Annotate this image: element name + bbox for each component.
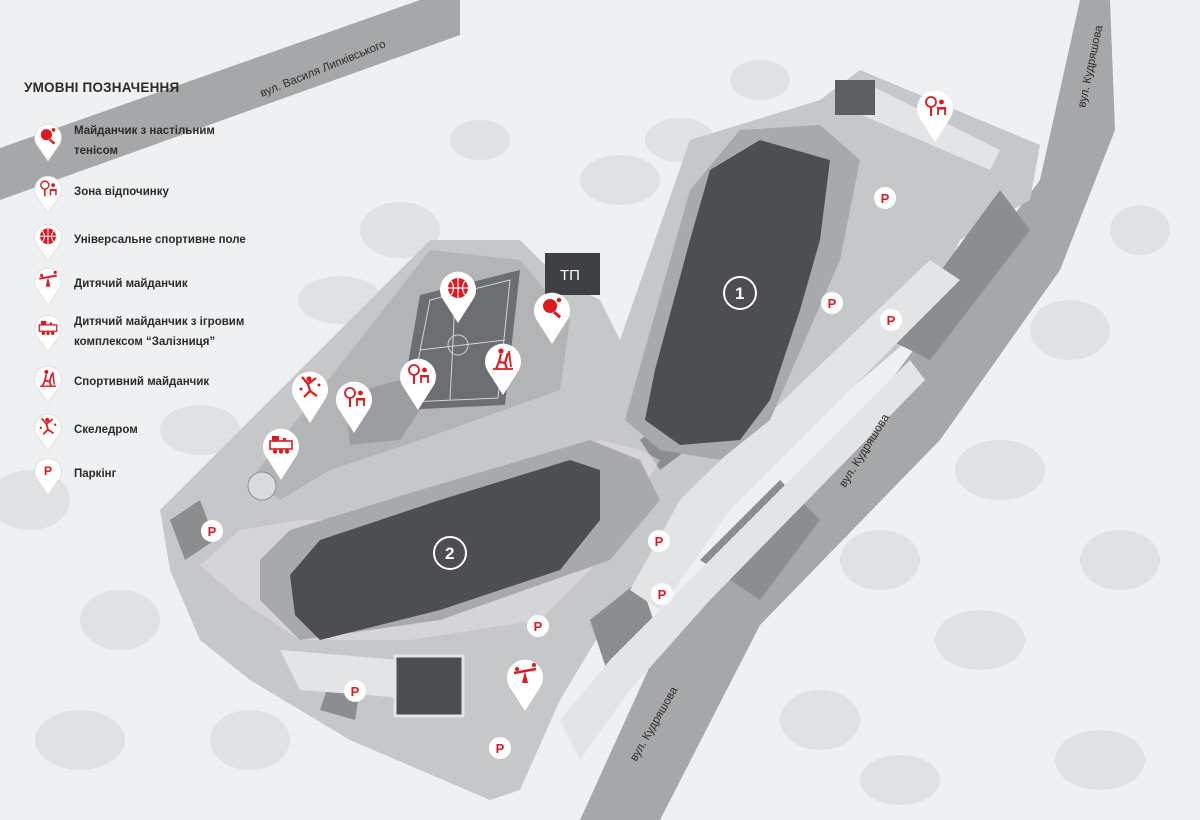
parking-marker[interactable]: P (880, 309, 902, 331)
svg-text:P: P (44, 464, 52, 478)
svg-text:P: P (887, 313, 896, 328)
legend-item: Спортивний майданчик (33, 364, 209, 404)
parking-marker[interactable]: P (648, 530, 670, 552)
garage-building (393, 654, 465, 718)
svg-text:P: P (208, 524, 217, 539)
legend-item-label: Паркінг (74, 464, 274, 484)
legend-item: Дитячий майданчик з ігровим комплексом “З… (33, 313, 244, 353)
svg-text:P: P (828, 296, 837, 311)
recreation-zone-icon (34, 175, 62, 214)
legend-title: УМОВНІ ПОЗНАЧЕННЯ (24, 80, 180, 95)
svg-text:P: P (658, 587, 667, 602)
climbing-wall-icon (34, 413, 62, 452)
legend-item: P Паркінг (33, 456, 116, 496)
legend: УМОВНІ ПОЗНАЧЕННЯ (24, 80, 264, 95)
table-tennis-icon (34, 123, 62, 162)
legend-item-line1: Універсальне спортивне поле (74, 234, 246, 246)
parking-marker[interactable]: P (489, 737, 511, 759)
legend-item-label: Спортивний майданчик (74, 372, 274, 392)
field-center-circle (447, 334, 469, 356)
exercise-machine-icon (34, 365, 62, 404)
legend-item: Дитячий майданчик (33, 266, 188, 306)
legend-item-line1: Дитячий майданчик (74, 278, 188, 290)
background-trees (0, 60, 1170, 805)
legend-item-line1: Дитячий майданчик з ігровим (74, 316, 245, 328)
legend-item-line1: Скеледром (74, 424, 138, 436)
svg-text:P: P (534, 619, 543, 634)
seesaw-icon (34, 267, 62, 306)
legend-item-label: Універсальне спортивне поле (74, 230, 274, 250)
street-lypkivskoho (0, 0, 460, 200)
building-2-number: 2 (445, 544, 454, 563)
train-icon (34, 314, 62, 353)
building-1-number: 1 (735, 284, 744, 303)
legend-item: Майданчик з настільним тенісом (33, 122, 215, 162)
svg-text:P: P (655, 534, 664, 549)
legend-item-label: Зона відпочинку (74, 182, 274, 202)
small-building (835, 80, 875, 115)
legend-item-label: Дитячий майданчик з ігровим комплексом “З… (74, 312, 274, 352)
building-1-number-circle (723, 276, 757, 310)
svg-text:P: P (881, 191, 890, 206)
parking-marker[interactable]: P (651, 583, 673, 605)
legend-item: Скеледром (33, 412, 138, 452)
legend-item-label: Скеледром (74, 420, 274, 440)
legend-item: Зона відпочинку (33, 174, 169, 214)
parking-marker[interactable]: P (344, 680, 366, 702)
transformer-substation (545, 253, 600, 295)
svg-text:P: P (351, 684, 360, 699)
parking-icon: P (34, 457, 62, 496)
parking-marker[interactable]: P (527, 615, 549, 637)
parking-markers: P P P P P P P P P (201, 187, 902, 759)
legend-item-line1: Майданчик з настільним (74, 125, 215, 137)
legend-item-line2: комплексом “Залізниця” (74, 336, 216, 348)
legend-item-line1: Паркінг (74, 468, 117, 480)
street-kudriashova (580, 0, 1115, 820)
building-2-number-circle (433, 536, 467, 570)
parking-marker[interactable]: P (201, 520, 223, 542)
basketball-icon (34, 223, 62, 262)
legend-item-line1: Спортивний майданчик (74, 376, 210, 388)
legend-item-line1: Зона відпочинку (74, 186, 169, 198)
transformer-label: ТП (560, 267, 580, 284)
legend-item-label: Майданчик з настільним тенісом (74, 121, 274, 161)
legend-item-line2: тенісом (74, 145, 118, 157)
parking-marker[interactable]: P (874, 187, 896, 209)
svg-text:P: P (496, 741, 505, 756)
legend-item-label: Дитячий майданчик (74, 274, 274, 294)
legend-item: Універсальне спортивне поле (33, 222, 246, 262)
parking-marker[interactable]: P (821, 292, 843, 314)
round-plaza (247, 471, 277, 501)
